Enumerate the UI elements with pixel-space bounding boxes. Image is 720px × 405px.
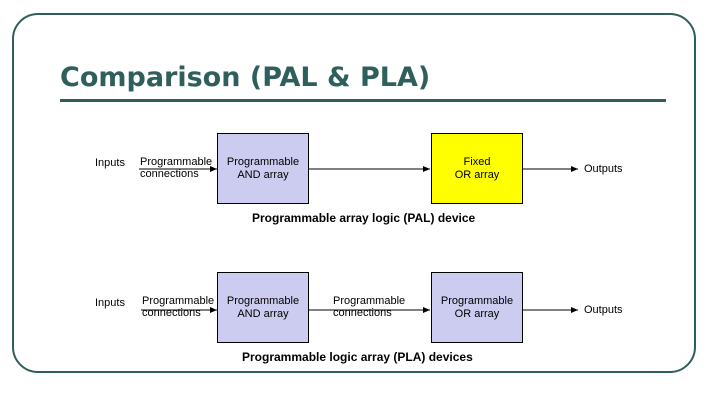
pal-caption: Programmable array logic (PAL) device: [252, 211, 476, 225]
pal-connections-label: Programmable connections: [140, 156, 213, 180]
pla-caption: Programmable logic array (PLA) devices: [242, 350, 473, 364]
pla-inputs-label: Inputs: [95, 297, 125, 309]
pal-or-array-box: Fixed OR array: [431, 133, 523, 204]
slide-title: Comparison (PAL & PLA): [60, 62, 431, 93]
pal-inputs-label: Inputs: [95, 157, 125, 169]
pla-outputs-label: Outputs: [584, 304, 623, 316]
pla-mid-connections-label: Programmable connections: [333, 295, 406, 319]
pal-and-array-box: Programmable AND array: [217, 133, 309, 204]
pal-outputs-label: Outputs: [584, 163, 623, 175]
title-rule: [60, 99, 666, 102]
pla-connections-label: Programmable connections: [142, 295, 215, 319]
slide-frame: [12, 13, 696, 373]
pla-and-array-box: Programmable AND array: [217, 272, 309, 343]
pla-or-array-box: Programmable OR array: [431, 272, 523, 343]
